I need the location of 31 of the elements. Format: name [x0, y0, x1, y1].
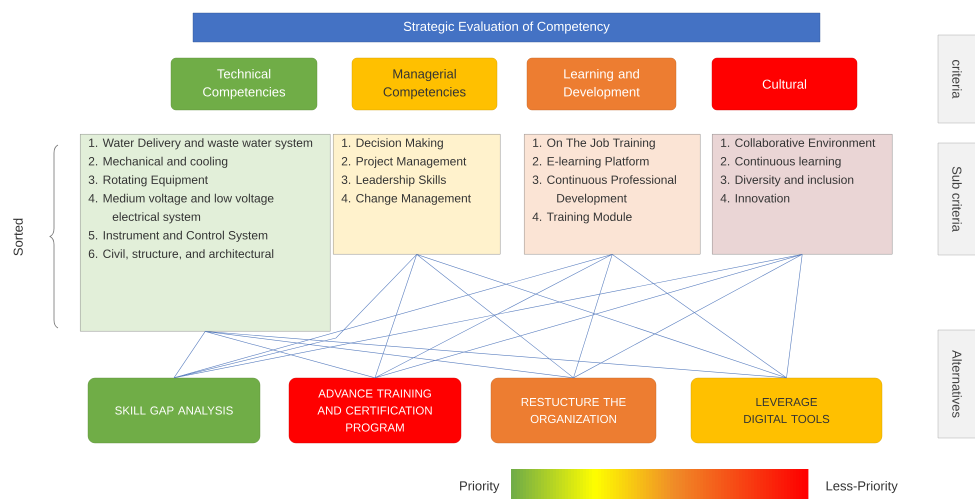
criteria-box: Learning and Development	[526, 58, 676, 110]
alternative-box: ADVANCE TRAINING AND CERTIFICATION PROGRAM	[288, 378, 462, 444]
connector-line	[786, 254, 802, 378]
connector-line	[573, 254, 802, 378]
connector-line	[374, 254, 612, 378]
connector-line	[204, 331, 787, 378]
criteria-box: Technical Competencies	[170, 58, 318, 110]
level-label-box: Alternatives	[938, 330, 975, 438]
scale-label: Less-Priority	[826, 480, 898, 494]
title-bar: Strategic Evaluation of Competency	[192, 12, 820, 42]
criteria-box: Managerial Competencies	[352, 58, 498, 110]
sub-criteria-box: 1. Decision Making 2. Project Management 3. Leadership Skills 4. Change Management	[333, 134, 500, 254]
side-label: Sorted	[13, 218, 23, 256]
connector-line	[612, 254, 787, 378]
connector-line	[204, 331, 376, 378]
level-label-box: criteria	[938, 34, 975, 124]
connector-line	[174, 331, 206, 378]
criteria-box: Cultural	[712, 58, 858, 110]
alternative-box: SKILL GAP ANALYSIS	[88, 378, 260, 444]
connector-line	[174, 254, 612, 378]
sub-criteria-box: 1. Water Delivery and waste water system 2. Mechanical and cooling 3. Rotating Equipment 4. Medium voltage and low voltage electrical system 5. Instrument and Control System 6. Civil, structure, and architectural	[80, 134, 330, 332]
level-label-box: Sub criteria	[938, 142, 975, 256]
alternative-box: RESTUCTURE THE ORGANIZATION	[490, 378, 656, 444]
connector-line	[174, 254, 802, 378]
sub-criteria-box: 1. Collaborative Environment 2. Continuous learning 3. Diversity and inclusion 4. Innovation	[712, 134, 892, 254]
scale-label: Priority	[460, 480, 500, 494]
connector-line	[416, 254, 574, 378]
sub-criteria-box: 1. On The Job Training 2. E-learning Platform 3. Continuous Professional Development 4. Training Module	[524, 134, 700, 254]
connector-line	[573, 254, 612, 378]
alternative-box: LEVERAGE DIGITAL TOOLS	[690, 378, 882, 444]
connector-line	[374, 254, 417, 378]
